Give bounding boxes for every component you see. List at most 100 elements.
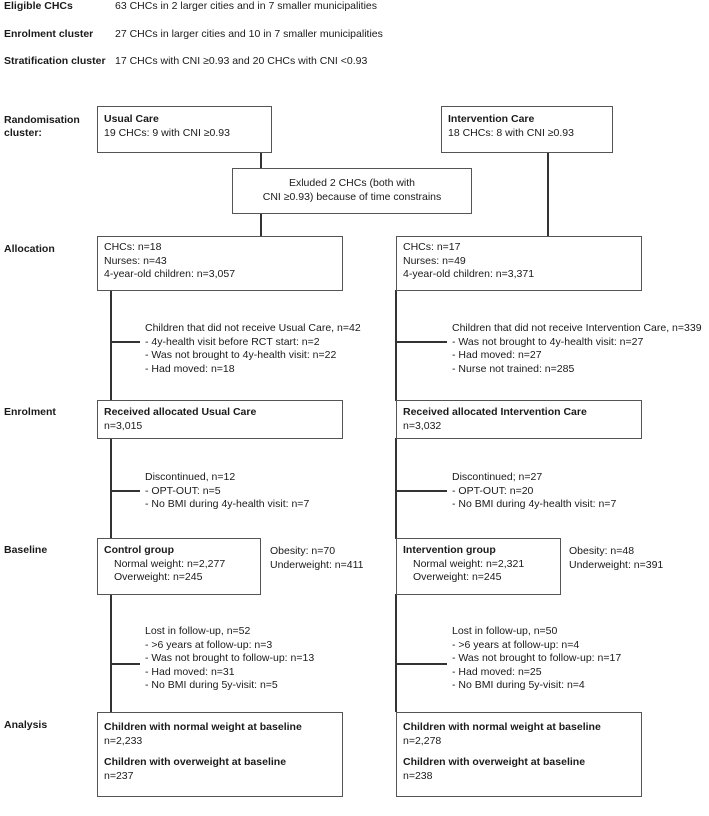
intervention-lost-item-3: - Had moved: n=25 xyxy=(452,665,542,678)
intervention-enrolment-n: n=3,032 xyxy=(403,419,442,432)
usual-alloc-chcs: CHCs: n=18 xyxy=(104,241,162,253)
intervention-not-received-item-2: - Had moved: n=27 xyxy=(452,349,542,361)
connector-intervention-alloc-to-enrol xyxy=(395,290,397,401)
usual-lost-title: Lost in follow-up, n=52 xyxy=(145,625,251,637)
connector-usual-excluded-branch xyxy=(110,341,140,343)
usual-lost-note: Lost in follow-up, n=52 - >6 years at fo… xyxy=(145,625,314,693)
excluded-chcs-box: Exluded 2 CHCs (both with CNI ≥0.93) bec… xyxy=(232,168,472,214)
intervention-care-rand-box: Intervention Care 18 CHCs: 8 with CNI ≥0… xyxy=(441,106,613,153)
usual-enrolment-title: Received allocated Usual Care xyxy=(104,406,257,418)
usual-enrolment-n: n=3,015 xyxy=(104,419,143,432)
usual-analysis-overweight-title: Children with overweight at baseline xyxy=(104,756,287,768)
excluded-chcs-line1: Exluded 2 CHCs (both with xyxy=(288,177,416,189)
connector-usual-baseline-to-analysis xyxy=(110,594,112,712)
usual-discontinued-item-1: - OPT-OUT: n=5 xyxy=(145,484,221,497)
connector-intervention-baseline-to-analysis xyxy=(395,594,397,712)
usual-not-received-title: Children that did not receive Usual Care… xyxy=(145,322,361,334)
intervention-discontinued-item-1: - OPT-OUT: n=20 xyxy=(452,484,534,497)
excluded-chcs-line2: CNI ≥0.93) because of time constrains xyxy=(262,190,442,203)
usual-not-received-item-2: - Was not brought to 4y-health visit: n=… xyxy=(145,349,337,361)
stratification-text: 17 CHCs with CNI ≥0.93 and 20 CHCs with … xyxy=(115,55,368,67)
usual-not-received-item-3: - Had moved: n=18 xyxy=(145,362,235,375)
side-label-randomisation: Randomisation cluster: xyxy=(4,114,80,140)
connector-usual-discontinued-branch xyxy=(110,490,140,492)
intervention-group-title: Intervention group xyxy=(403,544,496,556)
intervention-allocation-box: CHCs: n=17 Nurses: n=49 4-year-old child… xyxy=(396,236,642,291)
intervention-overweight: Overweight: n=245 xyxy=(413,571,502,583)
intervention-lost-item-2: - Was not brought to follow-up: n=17 xyxy=(452,652,622,664)
side-label-enrolment: Enrolment xyxy=(4,406,56,418)
intervention-alloc-children: 4-year-old children: n=3,371 xyxy=(403,268,535,280)
side-label-analysis: Analysis xyxy=(4,719,48,731)
intervention-discontinued-title: Discontinued; n=27 xyxy=(452,471,543,483)
enrolment-cluster-label: Enrolment cluster xyxy=(4,28,94,40)
control-underweight: Underweight: n=411 xyxy=(270,558,364,571)
usual-analysis-overweight-n: n=237 xyxy=(104,769,134,782)
control-group-title: Control group xyxy=(104,544,174,556)
intervention-not-received-item-3: - Nurse not trained: n=285 xyxy=(452,362,575,375)
side-label-randomisation-line2: cluster: xyxy=(4,127,42,139)
connector-usual-enrol-to-baseline xyxy=(110,438,112,539)
intervention-analysis-overweight-title: Children with overweight at baseline xyxy=(403,756,586,768)
intervention-group-box: Intervention group Normal weight: n=2,32… xyxy=(396,538,561,595)
usual-discontinued-note: Discontinued, n=12 - OPT-OUT: n=5 - No B… xyxy=(145,471,309,512)
intervention-alloc-nurses: Nurses: n=49 xyxy=(403,254,466,267)
intervention-analysis-normal-title: Children with normal weight at baseline xyxy=(403,721,601,733)
control-obesity: Obesity: n=70 xyxy=(270,545,336,557)
intervention-not-received-note: Children that did not receive Interventi… xyxy=(452,322,702,376)
usual-care-rand-box: Usual Care 19 CHCs: 9 with CNI ≥0.93 xyxy=(97,106,272,153)
intervention-obesity: Obesity: n=48 xyxy=(569,545,635,557)
intervention-not-received-item-1: - Was not brought to 4y-health visit: n=… xyxy=(452,335,644,348)
intervention-analysis-box: Children with normal weight at baseline … xyxy=(396,712,642,797)
intervention-not-received-title: Children that did not receive Interventi… xyxy=(452,322,702,334)
usual-discontinued-item-2: - No BMI during 4y-health visit: n=7 xyxy=(145,498,310,510)
usual-alloc-nurses: Nurses: n=43 xyxy=(104,254,167,267)
usual-lost-item-3: - Had moved: n=31 xyxy=(145,665,235,678)
side-label-baseline: Baseline xyxy=(4,544,48,556)
intervention-care-rand-text: 18 CHCs: 8 with CNI ≥0.93 xyxy=(448,126,574,139)
control-normal-weight: Normal weight: n=2,277 xyxy=(114,557,226,570)
intervention-underweight: Underweight: n=391 xyxy=(569,558,664,571)
stratification-label: Stratification cluster xyxy=(4,55,106,67)
usual-discontinued-title: Discontinued, n=12 xyxy=(145,471,236,483)
usual-analysis-normal-title: Children with normal weight at baseline xyxy=(104,721,302,733)
intervention-enrolment-box: Received allocated Intervention Care n=3… xyxy=(396,400,642,439)
usual-lost-item-2: - Was not brought to follow-up: n=13 xyxy=(145,652,315,664)
intervention-enrolment-title: Received allocated Intervention Care xyxy=(403,406,587,418)
eligible-label: Eligible CHCs xyxy=(4,0,73,12)
intervention-lost-title: Lost in follow-up, n=50 xyxy=(452,625,558,637)
connector-intervention-excluded-branch xyxy=(395,341,447,343)
intervention-care-rand-title: Intervention Care xyxy=(448,113,535,125)
usual-lost-item-4: - No BMI during 5y-visit: n=5 xyxy=(145,679,278,691)
usual-not-received-note: Children that did not receive Usual Care… xyxy=(145,322,361,376)
intervention-alloc-chcs: CHCs: n=17 xyxy=(403,241,461,253)
usual-analysis-box: Children with normal weight at baseline … xyxy=(97,712,343,797)
connector-intervention-enrol-to-baseline xyxy=(395,438,397,539)
connector-intervention-lost-branch xyxy=(395,663,447,665)
intervention-analysis-normal-n: n=2,278 xyxy=(403,734,442,747)
connector-usual-lost-branch xyxy=(110,663,140,665)
usual-alloc-children: 4-year-old children: n=3,057 xyxy=(104,268,236,280)
intervention-lost-note: Lost in follow-up, n=50 - >6 years at fo… xyxy=(452,625,621,693)
eligible-text: 63 CHCs in 2 larger cities and in 7 smal… xyxy=(115,0,378,12)
intervention-analysis-overweight-n: n=238 xyxy=(403,769,433,782)
usual-allocation-box: CHCs: n=18 Nurses: n=43 4-year-old child… xyxy=(97,236,343,291)
intervention-normal-weight: Normal weight: n=2,321 xyxy=(413,557,525,570)
intervention-lost-item-4: - No BMI during 5y-visit: n=4 xyxy=(452,679,585,691)
usual-lost-item-1: - >6 years at follow-up: n=3 xyxy=(145,638,273,651)
usual-care-rand-title: Usual Care xyxy=(104,113,159,125)
control-group-box: Control group Normal weight: n=2,277 Ove… xyxy=(97,538,261,595)
intervention-lost-item-1: - >6 years at follow-up: n=4 xyxy=(452,638,580,651)
intervention-side-note: Obesity: n=48 Underweight: n=391 xyxy=(569,545,663,572)
connector-intervention-discontinued-branch xyxy=(395,490,447,492)
enrolment-cluster-text: 27 CHCs in larger cities and 10 in 7 sma… xyxy=(115,28,383,40)
control-side-note: Obesity: n=70 Underweight: n=411 xyxy=(270,545,364,572)
usual-not-received-item-1: - 4y-health visit before RCT start: n=2 xyxy=(145,335,320,348)
usual-care-rand-text: 19 CHCs: 9 with CNI ≥0.93 xyxy=(104,126,230,139)
intervention-discontinued-note: Discontinued; n=27 - OPT-OUT: n=20 - No … xyxy=(452,471,616,512)
connector-intervention-rand-to-alloc xyxy=(547,153,549,236)
side-label-allocation: Allocation xyxy=(4,243,55,255)
usual-enrolment-box: Received allocated Usual Care n=3,015 xyxy=(97,400,343,439)
intervention-discontinued-item-2: - No BMI during 4y-health visit: n=7 xyxy=(452,498,617,510)
connector-usual-alloc-to-enrol xyxy=(110,290,112,401)
